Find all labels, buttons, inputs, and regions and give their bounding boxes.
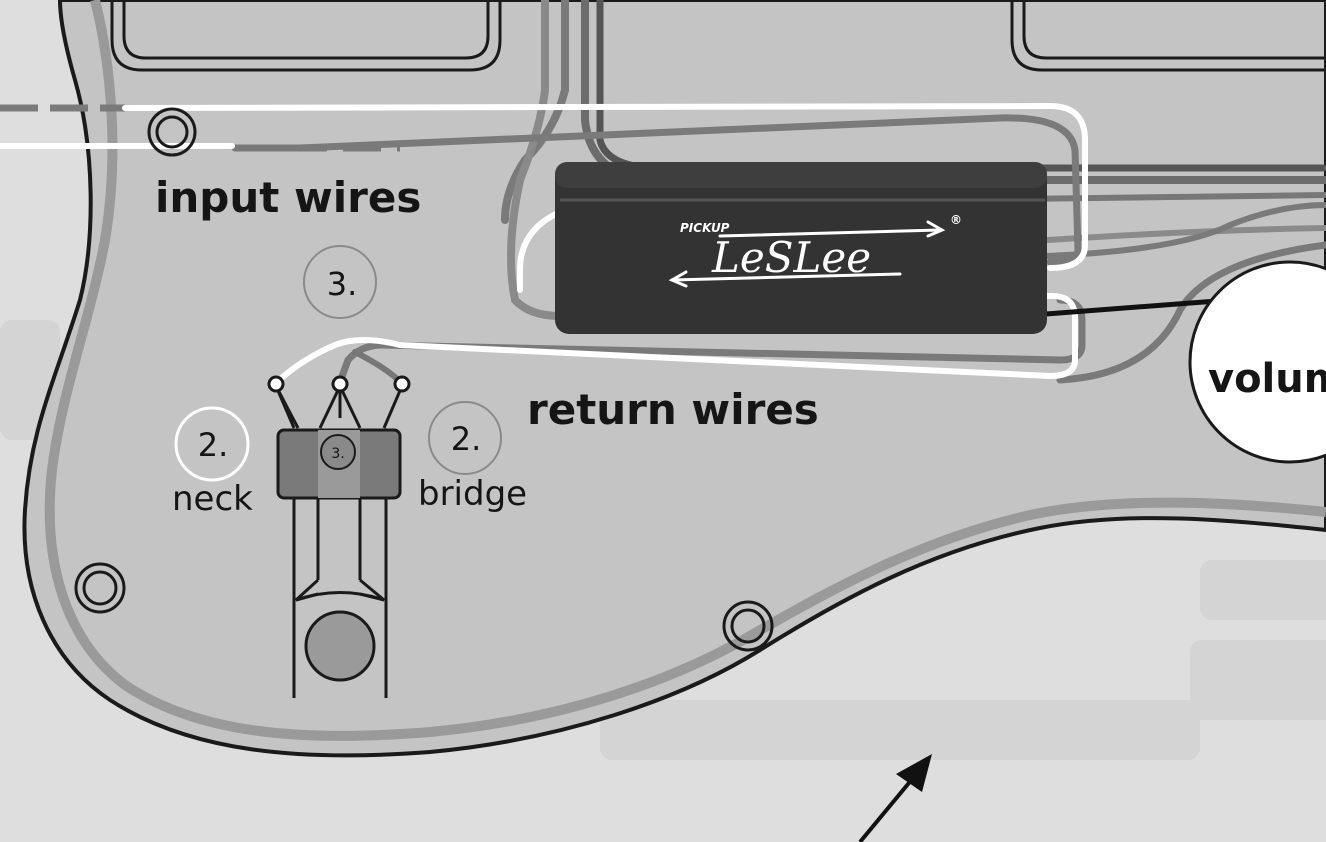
pointer-arrow — [858, 754, 932, 842]
brand-small: PICKUP — [680, 221, 730, 235]
svg-text:2.: 2. — [451, 420, 482, 458]
switch-marker-3-label: 3. — [331, 446, 344, 462]
pickup-selector: 3. — [274, 385, 404, 698]
input-wire-dashes — [0, 104, 400, 152]
input-wires-label: input wires — [155, 173, 421, 222]
leslee-module: PICKUP LeSLee ® — [555, 162, 1047, 334]
white-wires — [0, 102, 1088, 387]
brand-name: LeSLee — [711, 233, 871, 282]
volume-knob: volum — [1188, 260, 1326, 464]
logo-arrows — [668, 220, 946, 288]
switch-marker-3 — [320, 434, 356, 470]
step-marker-2-bridge: 2. — [428, 401, 502, 475]
screw-bottom — [722, 600, 774, 652]
return-wires-label: return wires — [527, 385, 819, 434]
volume-label: volum — [1208, 356, 1326, 402]
svg-text:3.: 3. — [327, 265, 358, 303]
svg-text:2.: 2. — [198, 426, 229, 464]
bridge-label: bridge — [418, 474, 527, 514]
pickguard-inner-edge — [44, 0, 1326, 741]
step-marker-2-neck: 2. — [174, 406, 250, 482]
switch-knob — [304, 610, 376, 682]
pickup-cavities — [110, 0, 1326, 72]
switch-terminals — [267, 375, 411, 393]
screw-holes — [74, 107, 774, 652]
pickguard — [22, 0, 1326, 758]
background-shapes — [0, 320, 1326, 760]
registered-mark: ® — [950, 213, 962, 227]
neck-label: neck — [172, 479, 253, 519]
step-marker-3-top: 3. — [303, 245, 377, 319]
screw-top-left — [147, 107, 197, 157]
screw-left — [74, 562, 126, 614]
